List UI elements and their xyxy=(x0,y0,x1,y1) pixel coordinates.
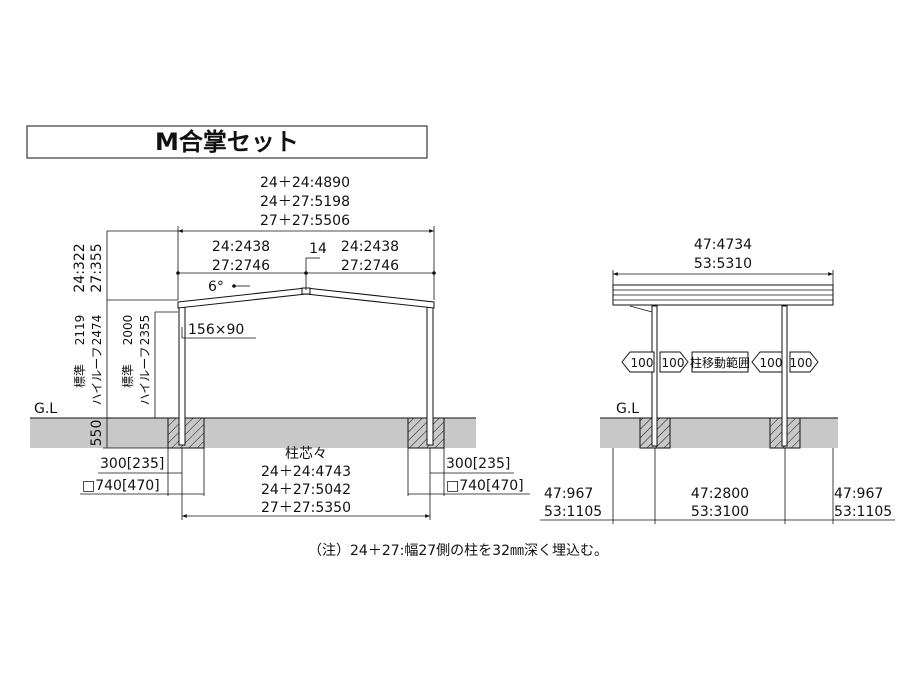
page-title: M合掌セット xyxy=(155,128,299,156)
side-gl-label: G.L xyxy=(616,401,639,417)
side-mid-dim-2: 53:3100 xyxy=(691,504,749,520)
front-slope-label: 6° xyxy=(208,279,224,295)
front-post-left xyxy=(178,302,186,446)
side-move-right: 100 xyxy=(760,356,783,370)
title-box: M合掌セット xyxy=(26,125,428,159)
front-std-height-1: 2119 xyxy=(73,315,87,346)
front-roof-height-2: 27:355 xyxy=(89,243,105,292)
side-overall-width-2: 53:5310 xyxy=(694,256,752,272)
front-std-label-2: 標準 xyxy=(120,364,135,388)
front-foundation-right xyxy=(407,417,445,449)
front-ground xyxy=(30,418,476,448)
side-move-label: 柱移動範囲 xyxy=(690,355,750,370)
front-half-left-1: 24:2438 xyxy=(212,239,270,255)
front-half-right-1: 24:2438 xyxy=(341,239,399,255)
side-post-left xyxy=(651,305,658,447)
side-ground xyxy=(600,418,838,448)
side-right-dim-2: 53:1105 xyxy=(834,504,892,520)
front-post-center-title: 柱芯々 xyxy=(285,446,327,462)
front-high-height-2: 2355 xyxy=(138,315,152,346)
front-high-height-1: 2474 xyxy=(90,315,104,346)
side-overall-width-1: 47:4734 xyxy=(694,237,752,253)
front-post-center-1: 24＋24:4743 xyxy=(261,464,351,480)
front-post-right xyxy=(426,302,434,446)
front-foundation-right-1: 300[235] xyxy=(446,456,510,472)
footnote: （注）24＋27:幅27側の柱を32㎜深く埋込む。 xyxy=(308,543,608,559)
front-post-center-3: 27＋27:5350 xyxy=(261,500,351,516)
front-overall-width-1: 24＋24:4890 xyxy=(260,175,350,191)
side-left-dim-1: 47:967 xyxy=(544,486,593,502)
side-mid-dim-1: 47:2800 xyxy=(691,486,749,502)
front-std-label-1: 標準 xyxy=(72,364,87,388)
front-embed-depth: 550 xyxy=(89,420,105,447)
front-std-height-2: 2000 xyxy=(121,315,135,346)
side-move-left-2: 100 xyxy=(662,356,685,370)
front-half-right-2: 27:2746 xyxy=(341,258,399,274)
side-right-dim-1: 47:967 xyxy=(834,486,883,502)
front-foundation-left xyxy=(167,417,205,449)
front-overall-width-3: 27＋27:5506 xyxy=(260,213,350,229)
front-foundation-left-2: □740[470] xyxy=(82,478,160,494)
side-view: G.L 47:4734 53:5310 100 100 柱移動範囲 100 10… xyxy=(540,237,895,524)
front-high-label-1: ハイルーフ xyxy=(90,346,104,405)
side-move-left: 100 xyxy=(631,356,654,370)
front-foundation-right-2: □740[470] xyxy=(446,478,524,494)
front-ridge-gap: 14 xyxy=(309,241,327,257)
front-high-label-2: ハイルーフ xyxy=(138,346,152,405)
front-overall-width-2: 24＋27:5198 xyxy=(260,194,350,210)
side-post-right xyxy=(781,305,788,447)
front-gl-label: G.L xyxy=(34,401,57,417)
front-beam-label: 156×90 xyxy=(188,322,244,338)
front-half-left-2: 27:2746 xyxy=(212,258,270,274)
front-roof-height-1: 24:322 xyxy=(72,243,88,292)
front-post-center-2: 24＋27:5042 xyxy=(261,482,351,498)
side-move-right-2: 100 xyxy=(790,356,813,370)
front-foundation-left-1: 300[235] xyxy=(100,456,164,472)
side-left-dim-2: 53:1105 xyxy=(544,504,602,520)
front-view: G.L 24＋24:4890 24＋27:5198 27＋27:5506 24:… xyxy=(30,175,530,520)
